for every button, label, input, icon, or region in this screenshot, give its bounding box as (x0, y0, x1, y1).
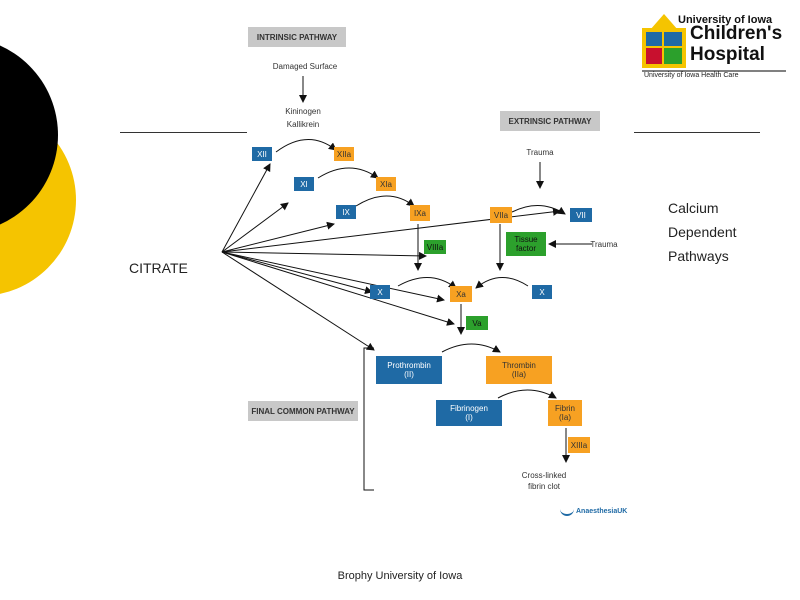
factor-ix: IX (336, 205, 356, 219)
black-circle (0, 45, 58, 225)
hospital-logo: University of Iowa Children's Hospital U… (640, 4, 790, 82)
factor-vii: VII (570, 208, 592, 222)
fibrinogen-name: Fibrinogen (450, 404, 488, 413)
cross-linked-label: Cross-linked (521, 471, 567, 480)
factor-xiia: XIIa (334, 147, 354, 161)
kininogen-label: Kininogen (285, 107, 321, 116)
intrinsic-pathway-header: INTRINSIC PATHWAY (248, 27, 346, 47)
fibrin-clot-label: fibrin clot (527, 482, 560, 491)
footer-text: Brophy University of Iowa (337, 570, 463, 582)
credit-text: AnaesthesiaUK (576, 507, 628, 515)
anaesthesiauk-credit: AnaesthesiaUK (560, 506, 627, 516)
final-common-pathway-header: FINAL COMMON PATHWAY (248, 401, 358, 421)
left-rule (120, 132, 247, 133)
swoosh-icon (560, 506, 574, 516)
factor-xa: Xa (450, 286, 472, 302)
tissue-factor: Tissue factor (506, 232, 546, 256)
thrombin-name: Thrombin (502, 361, 536, 370)
fibrinogen-code: (I) (465, 413, 473, 422)
trauma-side-label: Trauma (590, 240, 618, 249)
extrinsic-pathway-header: EXTRINSIC PATHWAY (500, 111, 600, 131)
logo-line-3: Hospital (690, 44, 765, 65)
fibrin-name: Fibrin (554, 404, 575, 413)
factor-viia: VIIa (490, 207, 512, 223)
logo-line-4: University of Iowa Health Care (644, 72, 739, 79)
factor-xia: XIa (376, 177, 396, 191)
prothrombin-name: Prothrombin (387, 361, 431, 370)
factor-x-left: X (370, 285, 390, 299)
fibrin-box: Fibrin (Ia) (548, 400, 582, 426)
factor-x-right: X (532, 285, 552, 299)
prothrombin-code: (II) (404, 370, 414, 379)
factor-xiiia: XIIIa (568, 437, 590, 453)
logo-line-1: University of Iowa (678, 14, 773, 26)
kallikrein-label: Kallikrein (286, 120, 320, 129)
citrate-label: CITRATE (129, 260, 188, 276)
factor-ixa: IXa (410, 205, 430, 221)
thrombin-box: Thrombin (IIa) (486, 356, 552, 384)
factor-xi: XI (294, 177, 314, 191)
calcium-line-1: Calcium (668, 200, 719, 216)
calcium-line-2: Dependent (668, 224, 737, 240)
factor-va: Va (466, 316, 488, 330)
damaged-surface-label: Damaged Surface (272, 62, 338, 71)
factor-xii: XII (252, 147, 272, 161)
fibrin-code: (Ia) (559, 413, 571, 422)
calcium-line-3: Pathways (668, 248, 729, 264)
right-rule (634, 132, 760, 133)
prothrombin-box: Prothrombin (II) (376, 356, 442, 384)
logo-graphic (642, 14, 786, 72)
fibrinogen-box: Fibrinogen (I) (436, 400, 502, 426)
factor-viiia: VIIIa (424, 240, 446, 254)
logo-line-2: Children's (690, 23, 783, 44)
thrombin-code: (IIa) (511, 370, 527, 379)
trauma-top-label: Trauma (526, 148, 554, 157)
